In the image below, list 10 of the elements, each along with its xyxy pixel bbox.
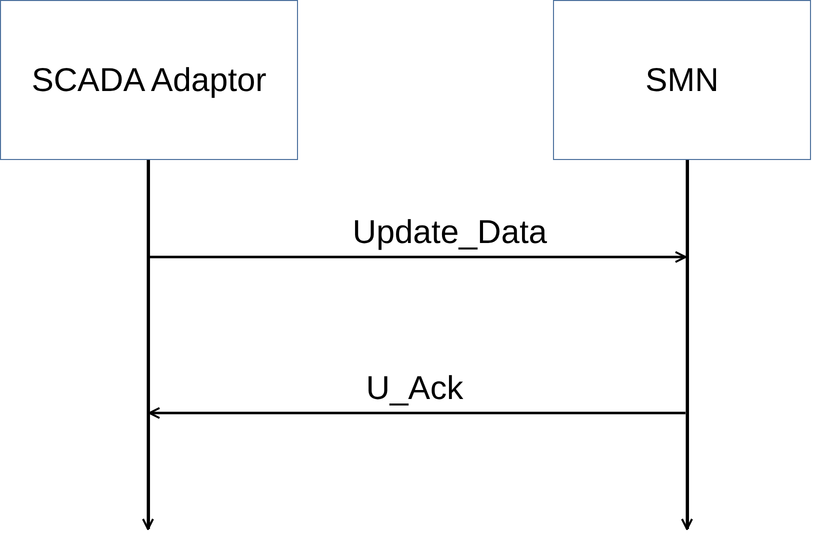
participant-name: SMN xyxy=(645,60,719,100)
participant-name: SCADA Adaptor xyxy=(32,60,266,100)
participant-box xyxy=(553,0,811,160)
participant-box xyxy=(0,0,298,160)
lifeline-arrow xyxy=(142,160,154,530)
lifeline xyxy=(686,160,688,529)
lifeline xyxy=(146,160,150,529)
message-arrow xyxy=(148,407,686,419)
lifeline-arrow xyxy=(681,160,693,530)
message-arrow xyxy=(150,251,686,263)
